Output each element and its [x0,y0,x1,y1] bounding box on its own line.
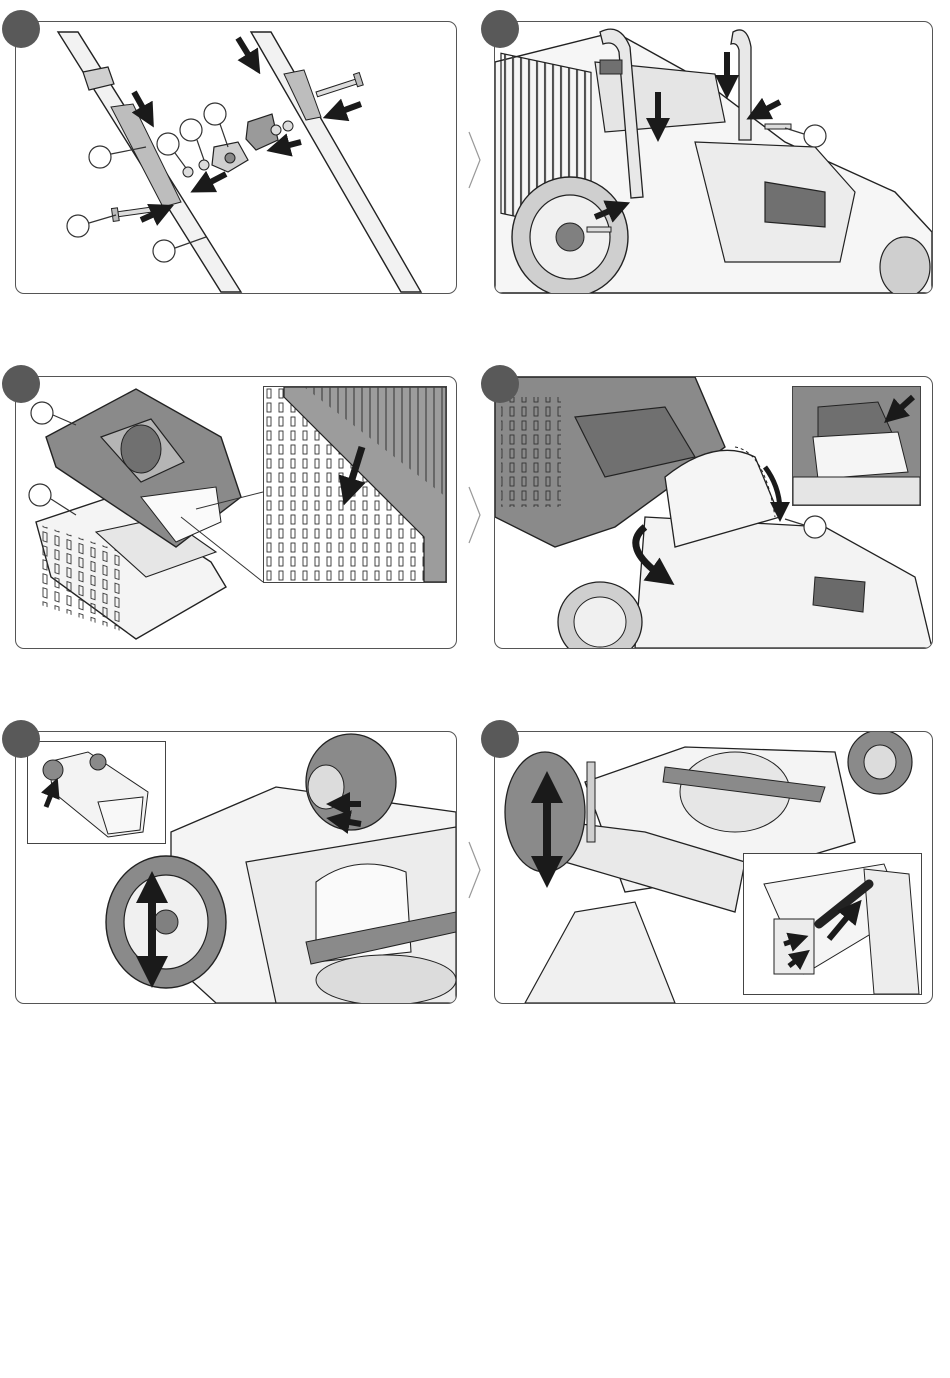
step-badge [481,720,519,758]
panel-height-adjust-front [15,731,457,1004]
step-badge [481,365,519,403]
wing-nut-icon [212,142,248,172]
panel-handle-mounting [494,21,933,294]
chevron-right-icon [467,485,483,545]
panel-handle-assembly [15,21,457,294]
step-badge [2,720,40,758]
zoom-inset [743,853,922,995]
step-badge [2,365,40,403]
bolt-icon [316,73,363,97]
zoom-inset [27,741,166,844]
zoom-inset [792,386,921,506]
chevron-right-icon [467,840,483,900]
panel-grass-box-assembly [15,376,457,649]
panel-grass-box-attach [494,376,933,649]
step-badge [2,10,40,48]
handle-assembly-drawing [16,22,456,293]
step-badge [481,10,519,48]
chevron-right-icon [467,130,483,190]
wheel-icon [512,177,628,293]
arrow-icon [338,820,361,824]
panel-height-adjust-rear [494,731,933,1004]
washer-icon [183,160,209,177]
handle-mounting-drawing [495,22,932,293]
zoom-inset [263,386,447,583]
arrow-icon [46,787,54,807]
